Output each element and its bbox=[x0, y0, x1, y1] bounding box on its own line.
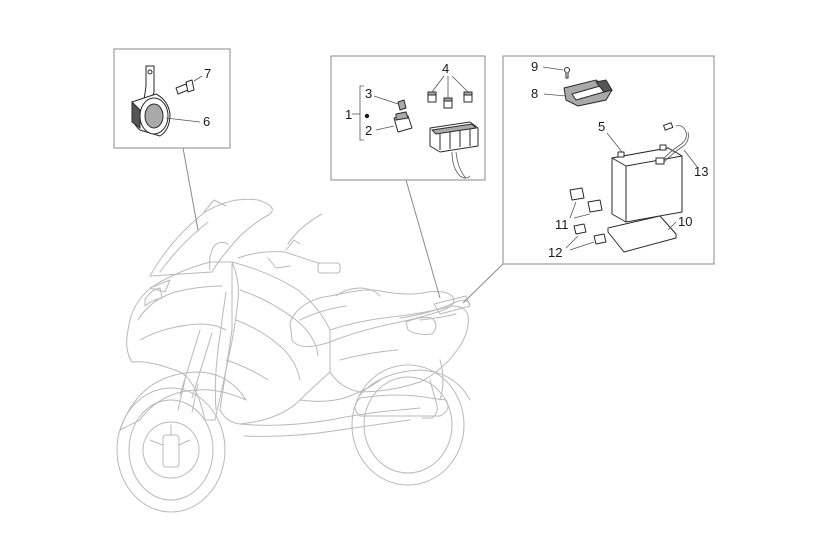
scooter-outline bbox=[116, 198, 471, 513]
callout-5: 5 bbox=[598, 119, 605, 134]
front-mudguard bbox=[119, 371, 247, 431]
front-wheel bbox=[116, 387, 226, 513]
callout-11: 11 bbox=[555, 217, 569, 232]
callout-1: 1 bbox=[345, 107, 352, 122]
battery-strap bbox=[563, 79, 613, 107]
rear-body bbox=[329, 299, 471, 393]
battery-screw bbox=[564, 67, 570, 79]
bullet-dot bbox=[364, 113, 370, 119]
tail-light bbox=[433, 295, 471, 315]
callout-3: 3 bbox=[365, 86, 372, 101]
callout-7: 7 bbox=[204, 66, 211, 81]
relay-2 bbox=[393, 111, 413, 133]
relay-group-4 bbox=[427, 91, 473, 109]
seat bbox=[289, 287, 455, 347]
horn-screw bbox=[175, 79, 195, 95]
horn-icon bbox=[131, 93, 171, 137]
battery-icon bbox=[611, 144, 683, 223]
leader-lines bbox=[182, 147, 504, 304]
windscreen bbox=[149, 198, 273, 277]
horn-detail-box: 7 6 bbox=[113, 48, 231, 149]
relay-detail-box: 1 3 2 4 bbox=[330, 55, 486, 181]
battery-detail-box: 9 8 5 13 bbox=[502, 55, 715, 265]
callout-10: 10 bbox=[678, 214, 692, 229]
mini-fuse bbox=[397, 99, 407, 111]
callout-12: 12 bbox=[548, 245, 562, 260]
foam-blocks-11 bbox=[569, 187, 603, 213]
floorboard bbox=[239, 359, 444, 437]
callout-13: 13 bbox=[694, 164, 708, 179]
handlebar bbox=[209, 213, 341, 274]
rear-wheel bbox=[351, 364, 471, 486]
body-panel bbox=[214, 261, 331, 425]
callout-6: 6 bbox=[203, 114, 210, 129]
exhaust bbox=[354, 394, 449, 417]
callout-2: 2 bbox=[365, 123, 372, 138]
foam-blocks-12 bbox=[573, 223, 607, 245]
battery-cable bbox=[655, 122, 689, 165]
fuse-box-icon bbox=[429, 121, 479, 179]
callout-9: 9 bbox=[531, 59, 538, 74]
callout-4: 4 bbox=[442, 61, 449, 76]
callout-8: 8 bbox=[531, 86, 538, 101]
battery-pad bbox=[607, 215, 677, 253]
front-fork bbox=[177, 329, 213, 413]
